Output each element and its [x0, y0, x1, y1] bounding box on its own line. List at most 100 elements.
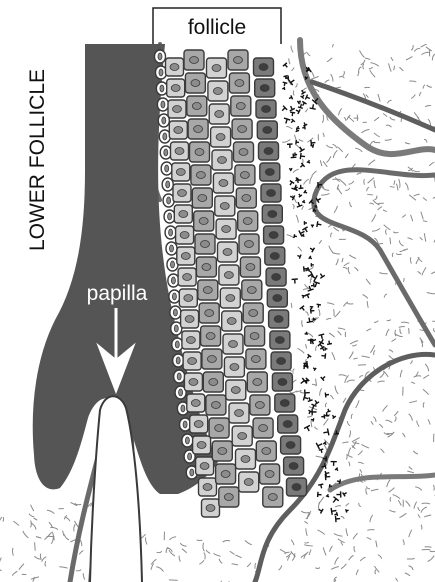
dermis-fiber [400, 249, 405, 251]
dermis-fiber [330, 395, 333, 399]
dermis-fiber [379, 424, 383, 428]
cell-nucleus [175, 148, 184, 155]
cell-nucleus [221, 471, 230, 478]
dermis-fiber [417, 421, 419, 427]
dermis-fiber [393, 232, 398, 233]
dermis-fiber [336, 259, 338, 265]
dermis-fiber [351, 414, 352, 419]
dermis-fiber [400, 370, 402, 377]
dermis-fiber [347, 455, 353, 458]
dermis-fiber [298, 348, 305, 353]
cell-nucleus [243, 218, 252, 225]
dermis-fiber [386, 125, 392, 127]
dermis-fiber [374, 142, 380, 143]
cell-nucleus [173, 309, 177, 316]
dermis-fiber [409, 414, 413, 421]
dermis-fiber [424, 233, 426, 241]
dermis-fiber [335, 506, 341, 507]
cell-nucleus [184, 295, 193, 302]
dermis-fiber [358, 365, 366, 366]
dermis-fiber [418, 272, 421, 275]
cell-nucleus [227, 318, 236, 325]
dermis-fiber [316, 456, 324, 458]
cell-nucleus [200, 463, 209, 470]
dermis-fiber [371, 421, 373, 424]
cell-nucleus [196, 172, 205, 179]
cell-nucleus [218, 157, 227, 164]
cell-nucleus [185, 437, 189, 444]
dermis-fiber [410, 257, 411, 263]
cell-nucleus [218, 448, 227, 455]
dermis-fiber [179, 556, 180, 562]
cell-nucleus [183, 274, 192, 281]
melanocyte [325, 471, 329, 476]
melanocyte [287, 144, 293, 148]
dermis-fiber [418, 507, 420, 511]
dermis-fiber [424, 515, 431, 517]
dermis-fiber [345, 154, 348, 158]
melanocyte [302, 227, 307, 232]
dermis-fiber [344, 118, 346, 122]
dermis-fiber [306, 528, 308, 535]
melanocyte [319, 509, 324, 514]
dermis-fiber [335, 557, 339, 564]
melanocyte [302, 101, 306, 105]
dermis-fiber [315, 427, 318, 430]
dermis-fiber [12, 548, 13, 556]
dermis-fiber [399, 326, 405, 327]
dermis-fiber [331, 74, 333, 82]
cell-nucleus [249, 310, 258, 317]
dermis-fiber [350, 202, 352, 207]
dermis-fiber [318, 530, 325, 535]
dermis-fiber [387, 100, 391, 103]
dermis-fiber [420, 92, 422, 96]
dermis-fiber [356, 400, 359, 408]
dermis-fiber [390, 186, 395, 187]
dermis-fiber [399, 240, 403, 246]
melanocyte [299, 194, 302, 197]
dermis-fiber [341, 180, 347, 185]
dermis-fiber [386, 329, 389, 336]
cell-nucleus [166, 181, 170, 188]
dermis-fiber [324, 445, 327, 451]
melanocyte [284, 118, 290, 123]
cell-nucleus [165, 165, 169, 172]
dermis-fiber [423, 375, 429, 378]
dermis-fiber [347, 421, 350, 426]
cell-nucleus [198, 195, 207, 202]
cell-nucleus [273, 295, 282, 302]
dermis-fiber [386, 229, 387, 234]
dermis-fiber [343, 302, 348, 307]
melanocyte [305, 390, 310, 397]
dermis-fiber [431, 272, 435, 274]
dermis-fiber [304, 545, 313, 546]
cell-nucleus [241, 456, 250, 463]
dermis-fiber [403, 540, 404, 546]
melanocyte [304, 425, 310, 431]
dermis-fiber [349, 431, 350, 438]
cell-nucleus [292, 484, 301, 491]
dermis-fiber [407, 558, 415, 559]
melanocyte [297, 255, 301, 259]
dermis-fiber [413, 451, 418, 454]
cell-nucleus [220, 203, 229, 210]
dermis-fiber [219, 559, 222, 564]
melanocyte [318, 342, 323, 346]
dermis-fiber [334, 534, 343, 537]
dermis-fiber [374, 133, 380, 137]
dermis-fiber [421, 52, 429, 54]
dermis-fiber [375, 196, 377, 200]
dermis-fiber [393, 495, 401, 499]
dermis-fiber [392, 339, 397, 342]
melanocyte [290, 112, 295, 116]
cell-nucleus [253, 379, 262, 386]
dermis-fiber [352, 345, 356, 346]
dermis-fiber [426, 47, 432, 51]
melanocyte [336, 491, 340, 497]
dermis-fiber [366, 279, 370, 285]
cell-nucleus [203, 287, 212, 294]
cell-nucleus [190, 57, 199, 64]
dermis-fiber [429, 162, 434, 165]
dermis-fiber [378, 207, 382, 210]
dermis-fiber [371, 489, 379, 491]
